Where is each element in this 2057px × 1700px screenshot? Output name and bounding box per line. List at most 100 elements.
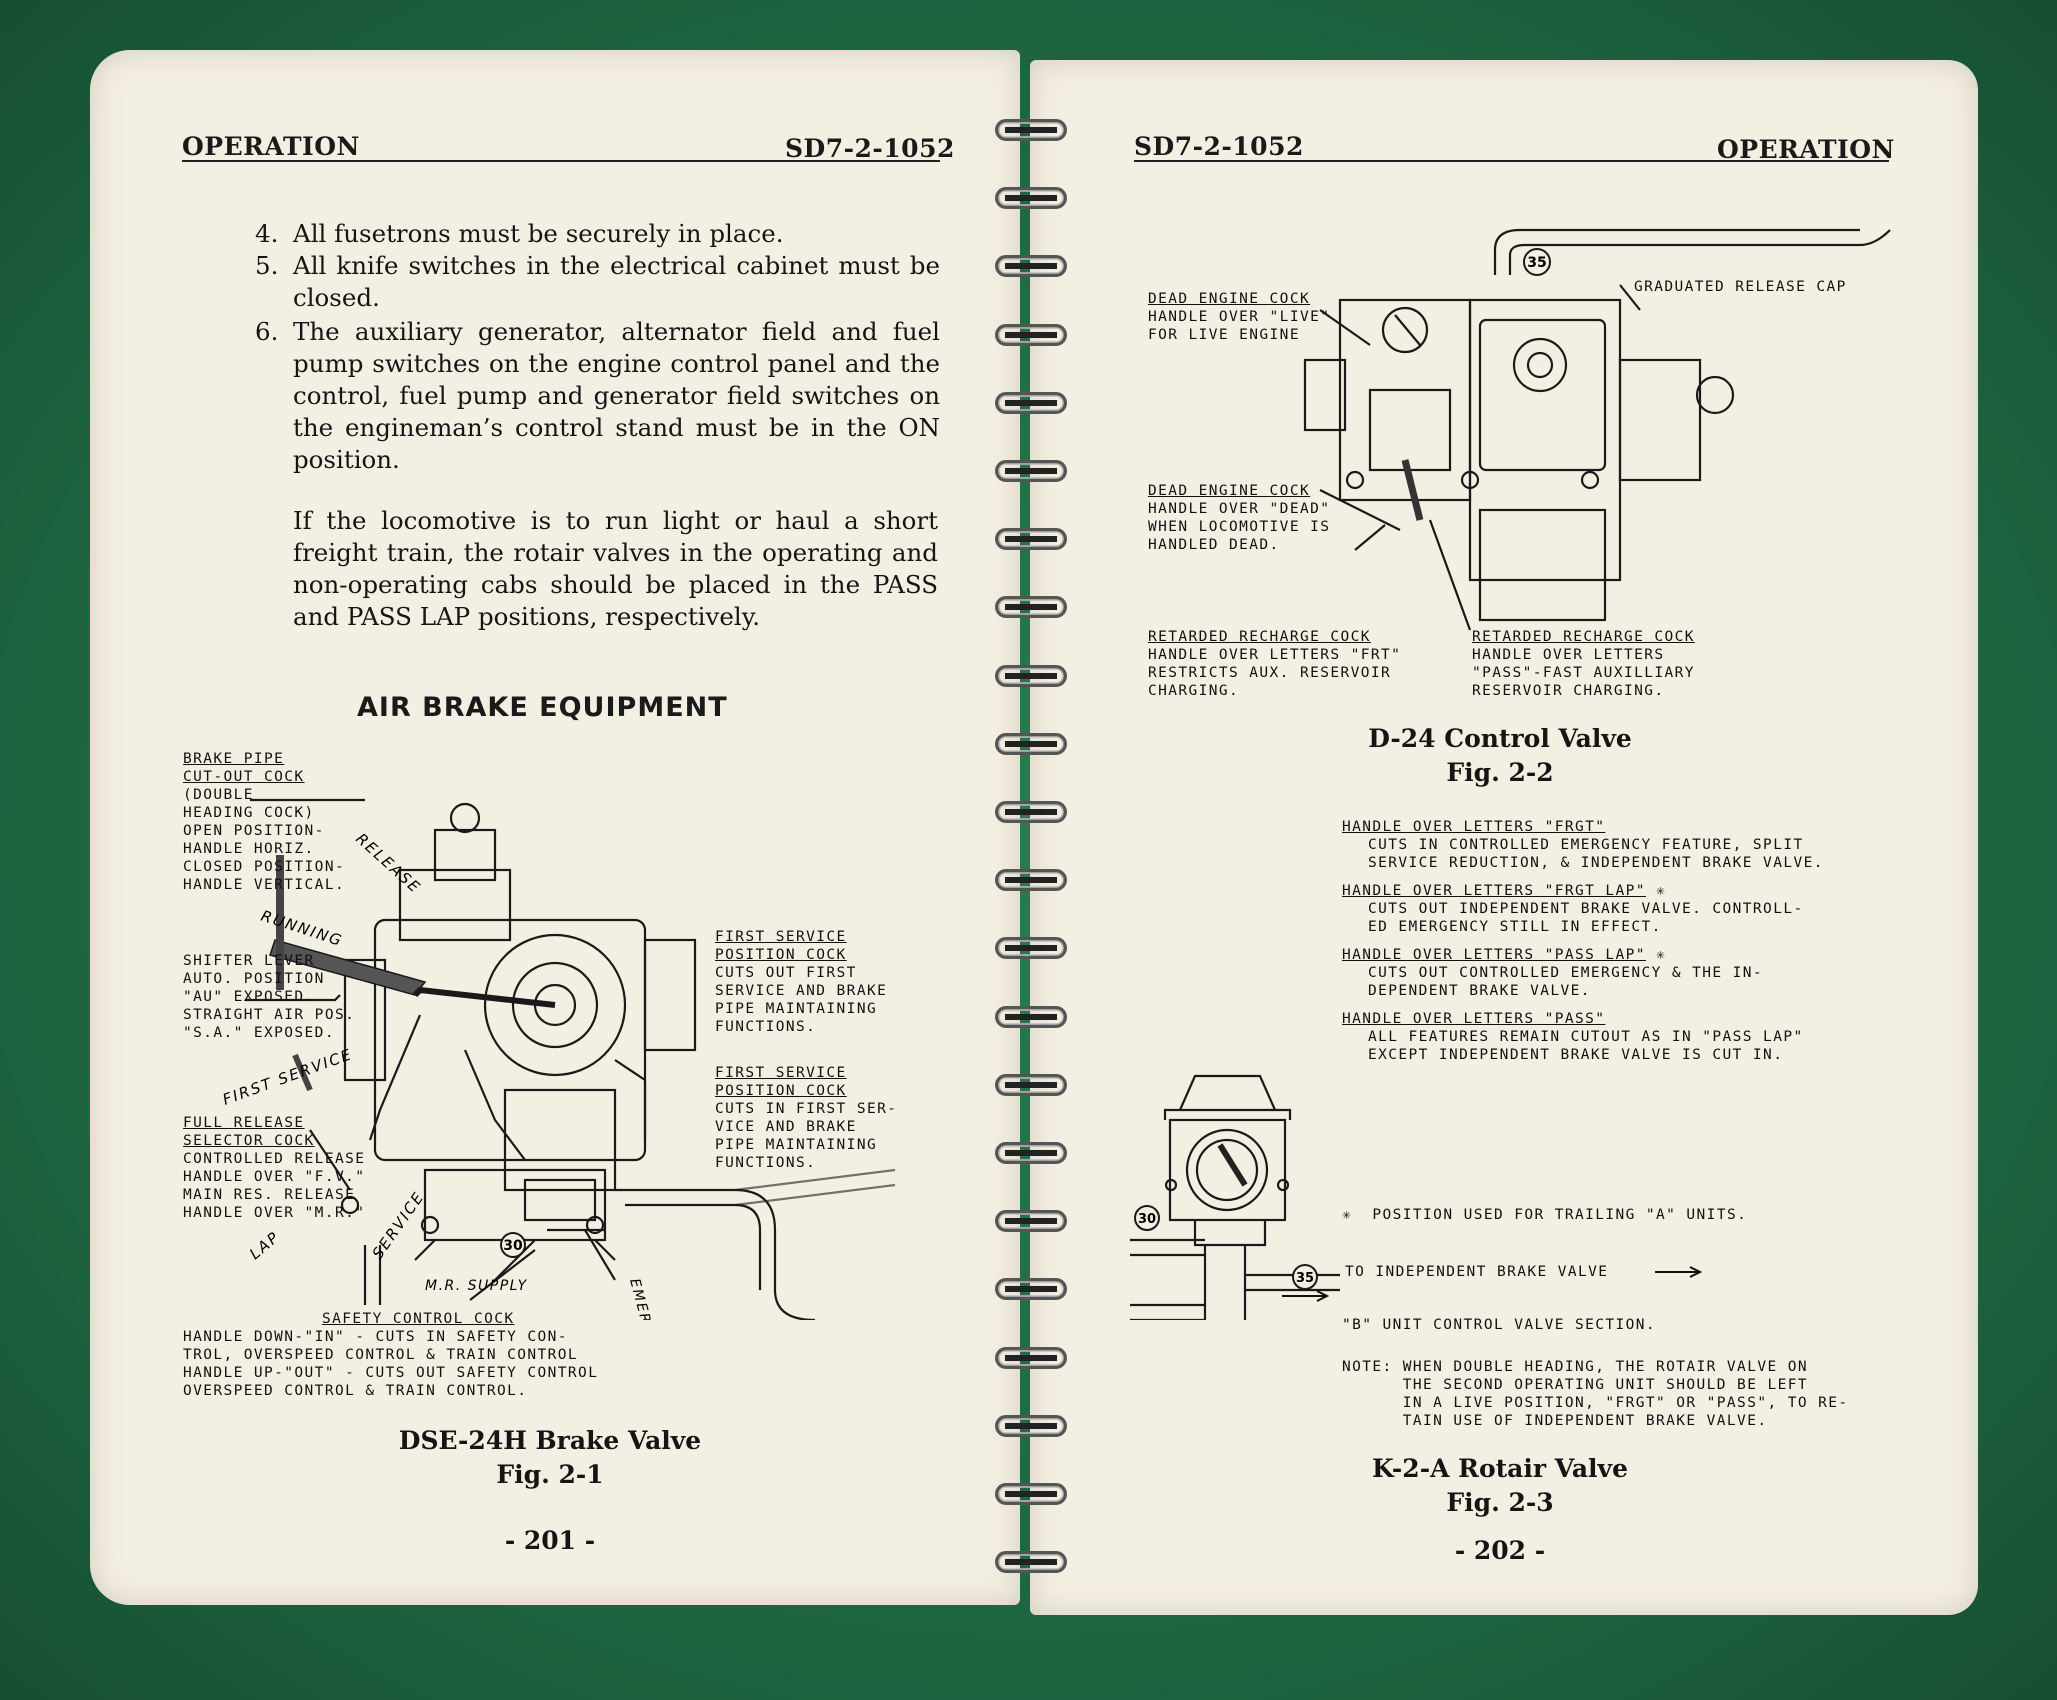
rotair-position-text: ALL FEATURES REMAIN CUTOUT AS IN "PASS L… [1368,1029,1804,1063]
list-item-number: 5. [255,251,279,280]
first-service-cock-out-title: FIRST SERVICE POSITION COCK [715,929,847,963]
first-service-cock-out-text: CUTS OUT FIRST SERVICE AND BRAKE PIPE MA… [715,965,888,1035]
rotair-positions-list: HANDLE OVER LETTERS "FRGT" CUTS IN CONTR… [1342,818,1942,1074]
position-service: SERVICE [369,1188,429,1262]
brake-valve-illustration: RELEASE RUNNING FIRST SERVICE SERVICE LA… [220,798,896,1320]
mr-supply-label: M.R. SUPPLY [425,1278,528,1294]
dead-engine-cock-dead-title: DEAD ENGINE COCK [1148,483,1311,499]
first-service-cock-in-text: CUTS IN FIRST SER- VICE AND BRAKE PIPE M… [715,1101,898,1171]
left-header-section: OPERATION [182,132,360,161]
position-emergency: EMERGENCY [626,1277,669,1320]
rotair-position-heading: HANDLE OVER LETTERS "PASS" [1342,1011,1606,1027]
position-running: RUNNING [259,907,346,950]
trailing-a-units-note: ✳ POSITION USED FOR TRAILING "A" UNITS. [1342,1206,1747,1224]
left-header-doc-number: SD7-2-1052 [785,134,955,163]
rotair-valve-illustration: 30 35 [1130,1074,1340,1320]
asterisk-icon: ✳ [1656,883,1667,899]
brake-pipe-cock-title: BRAKE PIPE CUT-OUT COCK [183,751,305,785]
binding-ring [995,187,1067,210]
list-item: HANDLE OVER LETTERS "FRGT LAP" ✳ CUTS OU… [1342,882,1942,936]
rotair-position-text: CUTS OUT CONTROLLED EMERGENCY & THE IN- … [1368,965,1764,999]
right-header-doc-number: SD7-2-1052 [1134,132,1304,161]
retarded-recharge-frt-title: RETARDED RECHARGE COCK [1148,629,1371,645]
list-item-text: The auxiliary generator, alternator fiel… [293,317,940,474]
dead-engine-cock-live-title: DEAD ENGINE COCK [1148,291,1311,307]
callout-number-35: 35 [1527,255,1546,271]
list-item: 6. The auxiliary generator, alternator f… [255,316,940,476]
binding-ring [995,869,1067,892]
asterisk-icon: ✳ [1342,1207,1353,1223]
fig-2-3-label: Fig. 2-3 [1446,1488,1554,1517]
position-release: RELEASE [352,830,424,898]
binding-ring [995,664,1067,687]
binding-ring [995,1142,1067,1164]
position-first-service: FIRST SERVICE [220,1045,355,1109]
fig-2-2-label: Fig. 2-2 [1446,758,1554,787]
rotair-position-text: CUTS IN CONTROLLED EMERGENCY FEATURE, SP… [1368,837,1824,871]
list-item-number: 6. [255,317,279,346]
binding-ring [995,1278,1067,1301]
rotair-position-heading: HANDLE OVER LETTERS "PASS LAP" [1342,947,1646,963]
full-release-cock-title: FULL RELEASE SELECTOR COCK [183,1115,315,1149]
control-valve-illustration: 35 [1303,228,1891,631]
binding-ring [995,801,1067,823]
safety-control-cock-text: HANDLE DOWN-"IN" - CUTS IN SAFETY CON- T… [183,1329,599,1399]
list-item: 4. All fusetrons must be securely in pla… [255,218,940,250]
left-numbered-list: 4. All fusetrons must be securely in pla… [255,218,940,476]
callout-number-30: 30 [1138,1212,1156,1227]
fig-2-1-title: DSE-24H Brake Valve [398,1426,702,1455]
arrow-right-icon [1282,1290,1330,1302]
left-header-rule [182,160,940,162]
list-item: HANDLE OVER LETTERS "PASS" ALL FEATURES … [1342,1010,1942,1064]
binding-ring [995,119,1067,141]
rotair-position-text: CUTS OUT INDEPENDENT BRAKE VALVE. CONTRO… [1368,901,1804,935]
arrow-right-icon [1655,1266,1703,1278]
binding-ring [995,1210,1067,1233]
binding-ring [995,1483,1067,1505]
binding-ring [995,528,1067,551]
retarded-recharge-pass-text: HANDLE OVER LETTERS "PASS"-FAST AUXILLIA… [1472,647,1695,699]
retarded-recharge-frt-text: HANDLE OVER LETTERS "FRT" RESTRICTS AUX.… [1148,647,1402,699]
binding-ring [995,255,1067,278]
list-item: HANDLE OVER LETTERS "PASS LAP" ✳ CUTS OU… [1342,946,1942,1000]
b-unit-control-valve-label: "B" UNIT CONTROL VALVE SECTION. [1342,1317,1657,1333]
rotair-position-heading: HANDLE OVER LETTERS "FRGT" [1342,819,1606,835]
list-item-number: 4. [255,219,279,248]
binding-ring [995,1414,1067,1437]
first-service-cock-in-title: FIRST SERVICE POSITION COCK [715,1065,847,1099]
binding-ring [995,732,1067,755]
binding-ring [995,1005,1067,1028]
retarded-recharge-pass-title: RETARDED RECHARGE COCK [1472,629,1695,645]
binding-ring [995,1346,1067,1369]
fig-2-1-label: Fig. 2-1 [496,1460,604,1489]
shifter-lever-text: SHIFTER LEVER AUTO. POSITION "AU" EXPOSE… [183,953,356,1041]
dead-engine-cock-live-text: HANDLE OVER "LIVE" FOR LIVE ENGINE [1148,309,1331,343]
binding-ring [995,323,1067,346]
binding-ring [995,596,1067,619]
list-item: 5. All knife switches in the electrical … [255,250,940,314]
left-page-number: - 201 - [504,1526,596,1555]
section-title: AIR BRAKE EQUIPMENT [357,692,728,723]
callout-number-35: 35 [1296,1271,1314,1286]
list-item-text: All knife switches in the electrical cab… [293,251,940,312]
independent-brake-valve-label: TO INDEPENDENT BRAKE VALVE [1345,1264,1609,1280]
binding-ring [995,1073,1067,1096]
rotair-position-heading: HANDLE OVER LETTERS "FRGT LAP" [1342,883,1646,899]
graduated-release-cap-label: GRADUATED RELEASE CAP [1634,279,1847,295]
right-page-number: - 202 - [1454,1536,1546,1565]
binding-ring [995,1551,1067,1574]
fig-2-2-title: D-24 Control Valve [1368,724,1632,753]
asterisk-icon: ✳ [1656,947,1667,963]
right-header-rule [1134,160,1889,162]
list-item-text: All fusetrons must be securely in place. [293,219,784,248]
position-lap: LAP [246,1228,283,1263]
right-header-section: OPERATION [1717,135,1895,164]
binding-ring [995,460,1067,482]
list-item: HANDLE OVER LETTERS "FRGT" CUTS IN CONTR… [1342,818,1942,872]
fig-2-3-title: K-2-A Rotair Valve [1372,1454,1628,1483]
binding-ring [995,391,1067,414]
safety-control-cock-title: SAFETY CONTROL COCK [322,1311,515,1327]
dead-engine-cock-dead-text: HANDLE OVER "DEAD" WHEN LOCOMOTIVE IS HA… [1148,501,1331,553]
trailing-a-units-text: POSITION USED FOR TRAILING "A" UNITS. [1372,1207,1748,1223]
